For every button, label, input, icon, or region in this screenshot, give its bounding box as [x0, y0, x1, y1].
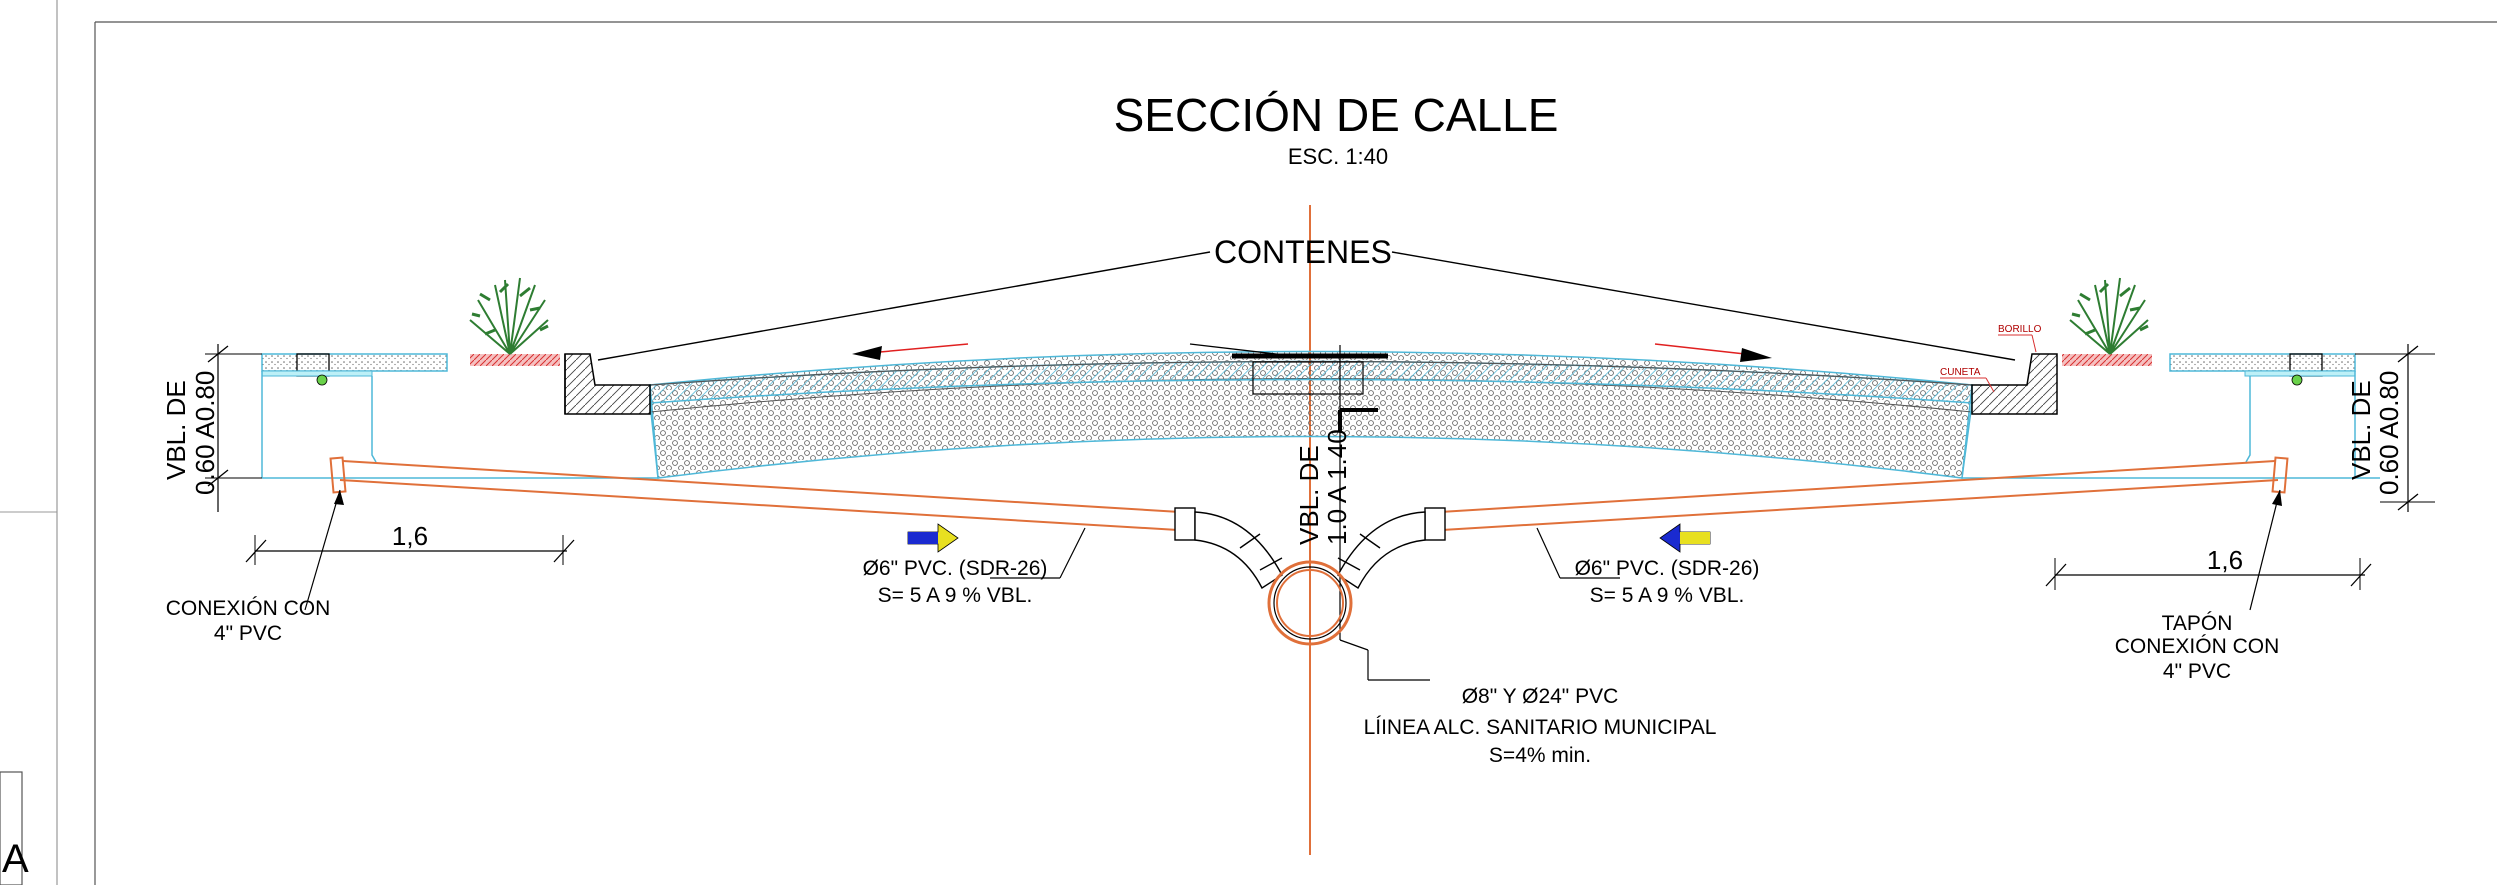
right-plant — [2069, 277, 2149, 355]
right-pipe-label-2: S= 5 A 9 % VBL. — [1590, 584, 1745, 607]
borillo-label: BORILLO — [1998, 324, 2042, 335]
right-connection-callout: TAPÓN CONEXIÓN CON 4" PVC — [2115, 489, 2282, 683]
left-connection-label-1: CONEXIÓN CON — [166, 597, 331, 620]
road-structure — [262, 350, 2380, 479]
left-pipe-callout: Ø6" PVC. (SDR-26) S= 5 A 9 % VBL. — [863, 523, 1086, 607]
right-vbl-label-1: VBL. DE — [2346, 380, 2376, 480]
main-line-label-3: S=4% min. — [1489, 744, 1591, 767]
left-width-label: 1,6 — [392, 521, 428, 551]
left-vbl-label-2: 0.60 A0.80 — [190, 371, 220, 495]
flow-arrows — [852, 343, 1772, 362]
y-fittings — [1174, 507, 1446, 590]
right-pipe-callout: Ø6" PVC. (SDR-26) S= 5 A 9 % VBL. — [1536, 523, 1760, 607]
right-lateral-pipe — [1439, 456, 2289, 531]
left-connection-label-2: 4" PVC — [214, 622, 282, 645]
right-width-dimension: 1,6 — [2045, 545, 2372, 590]
right-vbl-dimension: VBL. DE 0.60 A0.80 — [2346, 344, 2435, 512]
right-vbl-label-2: 0.60 A0.80 — [2374, 371, 2404, 495]
right-connection-label-2: 4" PVC — [2163, 660, 2231, 683]
main-line-label-1: Ø8" Y Ø24" PVC — [1462, 685, 1619, 708]
edge-letter: A — [2, 837, 29, 881]
left-pipe-label-2: S= 5 A 9 % VBL. — [878, 584, 1033, 607]
right-sidewalk — [2062, 353, 2356, 478]
left-lateral-pipe — [329, 456, 1181, 531]
scale-label: ESC. 1:40 — [1288, 144, 1388, 169]
left-plant — [469, 277, 549, 355]
center-vbl-label-1: VBL. DE — [1294, 445, 1324, 545]
left-curb — [564, 353, 651, 415]
right-curb: BORILLO CUNETA — [1940, 324, 2058, 415]
main-line-callout: Ø8" Y Ø24" PVC LÍINEA ALC. SANITARIO MUN… — [1364, 685, 1717, 767]
contenes-callout: CONTENES — [597, 234, 2016, 361]
center-vbl-dimension: VBL. DE 1.0 A 1.40 — [1294, 429, 1352, 545]
right-connection-label-1: CONEXIÓN CON — [2115, 635, 2280, 658]
right-pipe-label-1: Ø6" PVC. (SDR-26) — [1575, 557, 1760, 580]
left-width-dimension: 1,6 — [245, 521, 575, 565]
left-vbl-dimension: VBL. DE 0.60 A0.80 — [161, 344, 262, 512]
left-pipe-label-1: Ø6" PVC. (SDR-26) — [863, 557, 1048, 580]
center-vbl-label-2: 1.0 A 1.40 — [1322, 429, 1352, 545]
contenes-label: CONTENES — [1214, 234, 1392, 270]
main-sewer-pipe — [1267, 560, 1430, 681]
left-connection-callout: CONEXIÓN CON 4" PVC — [166, 489, 344, 645]
right-tapon-label: TAPÓN — [2162, 612, 2233, 635]
left-sidewalk — [261, 353, 560, 478]
right-width-label: 1,6 — [2207, 545, 2243, 575]
left-vbl-label-1: VBL. DE — [161, 380, 191, 480]
drawing-title: SECCIÓN DE CALLE — [1114, 89, 1559, 141]
main-line-label-2: LÍINEA ALC. SANITARIO MUNICIPAL — [1364, 716, 1717, 739]
cuneta-label: CUNETA — [1940, 367, 1981, 378]
